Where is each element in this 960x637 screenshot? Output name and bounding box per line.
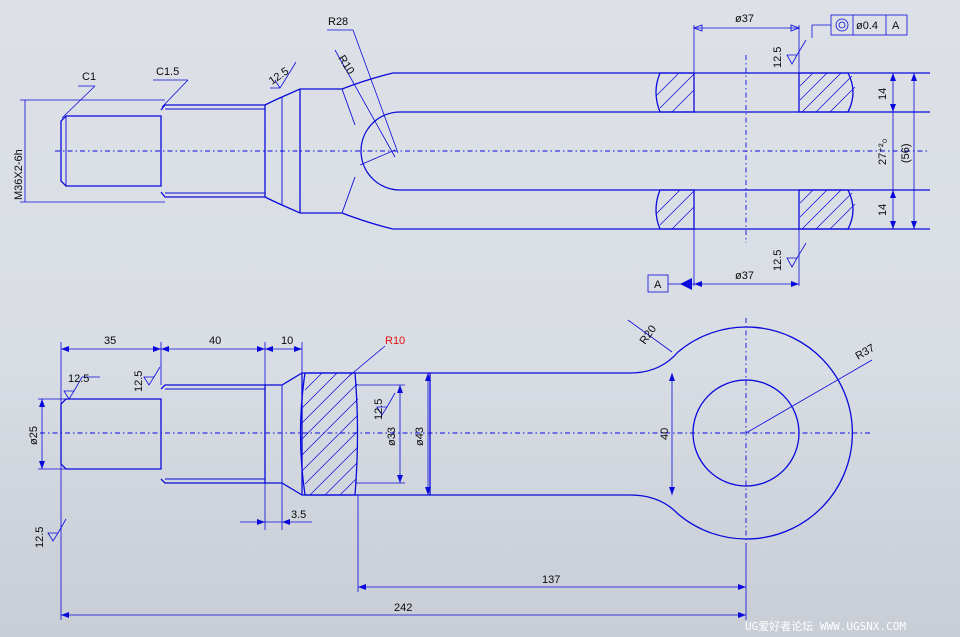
dim-14-a-label: 14 (877, 88, 889, 100)
shaft-neck-outline (265, 372, 431, 496)
roughness-shaft-end-label: 12.5 (68, 373, 89, 385)
roughness-bottom-bore-label: 12.5 (772, 250, 784, 271)
dim-35-label: 35 (104, 335, 116, 347)
datum-a-label: A (654, 279, 662, 291)
roughness-bore-label: 12.5 (373, 399, 385, 420)
dim-10-label: 10 (281, 335, 293, 347)
eye-bore (692, 379, 800, 487)
roughness-shaft-body-label: 12.5 (133, 371, 145, 392)
dim-242-label: 242 (394, 602, 412, 614)
thread-spec-label: M36X2-6h (13, 149, 25, 200)
dia33-label: ø33 (386, 427, 398, 446)
shaft-body-outline (160, 384, 266, 484)
roughness-general-label: 12.5 (34, 527, 46, 548)
bottom-view: 35 40 10 R10 R20 R37 12.5 12.5 12.5 12.5… (28, 318, 877, 620)
dia37-bottom-label: ø37 (735, 270, 754, 282)
r37-label: R37 (854, 342, 877, 362)
top-view: C1 C1.5 R28 R10 12.5 M36X2-6h ø37 ø37 12… (13, 13, 930, 293)
dia43-label: ø43 (414, 427, 426, 446)
r20-label: R20 (638, 323, 659, 346)
fcf-tolerance-label: ø0.4 (856, 20, 878, 32)
dim-27-label: 27⁺²₀ (877, 139, 889, 165)
top-roughness-label: 12.5 (267, 65, 291, 87)
top-bore-hatch (655, 72, 856, 230)
bottom-dimensions (38, 342, 747, 620)
section-hatch-area (299, 372, 359, 496)
eye-arm-outline (430, 326, 853, 540)
dia37-top-label: ø37 (735, 13, 754, 25)
watermark-text: UG爱好者论坛 WWW.UGSNX.COM (745, 619, 906, 633)
fcf-reference-label: A (892, 20, 900, 32)
r10-highlight-label: R10 (385, 335, 405, 347)
r10-top-label: R10 (335, 53, 356, 76)
dim-40-label: 40 (209, 335, 221, 347)
shaft-end-outline (60, 398, 162, 470)
dim-3-5-label: 3.5 (291, 509, 306, 521)
r10-leader (347, 345, 386, 378)
fork-slot (360, 111, 930, 191)
thread-body-outline (160, 104, 266, 198)
r37-leader (745, 359, 873, 434)
neck-top-outline (264, 72, 930, 106)
neck-bottom-outline (264, 196, 930, 230)
dia25-label: ø25 (28, 426, 40, 445)
dim-40-vertical-label: 40 (659, 428, 671, 440)
dim-14-b-label: 14 (877, 204, 889, 216)
c1-label: C1 (82, 71, 96, 83)
c15-label: C1.5 (156, 66, 179, 78)
r20-leader (627, 319, 673, 353)
roughness-top-bore-label: 12.5 (772, 47, 784, 68)
top-dimensions (20, 14, 917, 293)
dim-137-label: 137 (542, 574, 560, 586)
dim-56-label: (56) (900, 143, 912, 163)
r28-label: R28 (328, 16, 348, 28)
